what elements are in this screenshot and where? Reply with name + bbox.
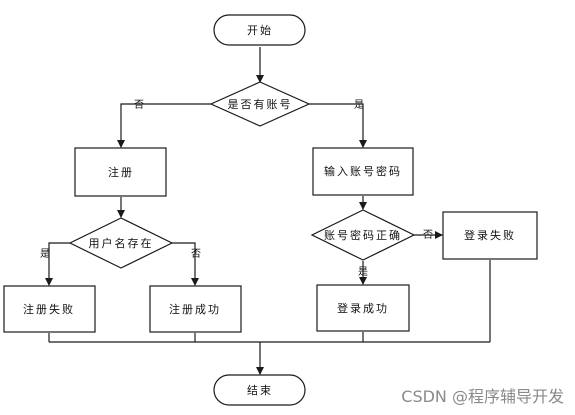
decision-username-exists: 用户名存在 <box>68 217 174 269</box>
node-end-label: 结束 <box>247 384 273 397</box>
edge-label-has-account-yes: 是 <box>354 99 364 111</box>
watermark-text: CSDN @程序辅导开发 <box>401 387 564 406</box>
edge-has-account-yes <box>309 103 367 148</box>
node-end: 结束 <box>213 374 306 406</box>
process-register-success: 注册成功 <box>149 285 242 333</box>
process-register-failed-label: 注册失败 <box>23 302 75 316</box>
process-login-failed-label: 登录失败 <box>464 228 516 242</box>
edge-label-username-exists-yes: 是 <box>40 248 50 260</box>
edge-label-has-account-no: 否 <box>134 99 144 111</box>
process-register: 注册 <box>74 147 167 197</box>
decision-has-account: 是否有账号 <box>209 81 311 127</box>
decision-has-account-label: 是否有账号 <box>228 97 293 111</box>
edges <box>45 47 491 375</box>
node-start: 开始 <box>213 14 306 46</box>
process-register-success-label: 注册成功 <box>169 302 221 316</box>
edge-username-exists-yes <box>45 242 70 286</box>
process-register-failed: 注册失败 <box>3 285 96 333</box>
process-enter-credentials-label: 输入账号密码 <box>324 164 402 178</box>
edge-label-credentials-correct-no: 否 <box>423 229 433 241</box>
decision-credentials-correct: 账号密码正确 <box>310 209 416 261</box>
edge-username-exists-no <box>172 242 199 286</box>
process-login-success: 登录成功 <box>316 284 410 332</box>
process-register-label: 注册 <box>108 165 134 179</box>
decision-credentials-correct-label: 账号密码正确 <box>324 228 402 242</box>
process-enter-credentials: 输入账号密码 <box>312 147 414 196</box>
node-start-label: 开始 <box>247 23 273 37</box>
decision-username-exists-label: 用户名存在 <box>89 236 154 250</box>
edge-label-username-exists-no: 否 <box>191 248 201 260</box>
process-login-failed: 登录失败 <box>442 211 538 260</box>
edge-label-credentials-correct-yes: 是 <box>358 266 368 278</box>
edge-has-account-no <box>117 103 211 148</box>
process-login-success-label: 登录成功 <box>337 301 389 315</box>
